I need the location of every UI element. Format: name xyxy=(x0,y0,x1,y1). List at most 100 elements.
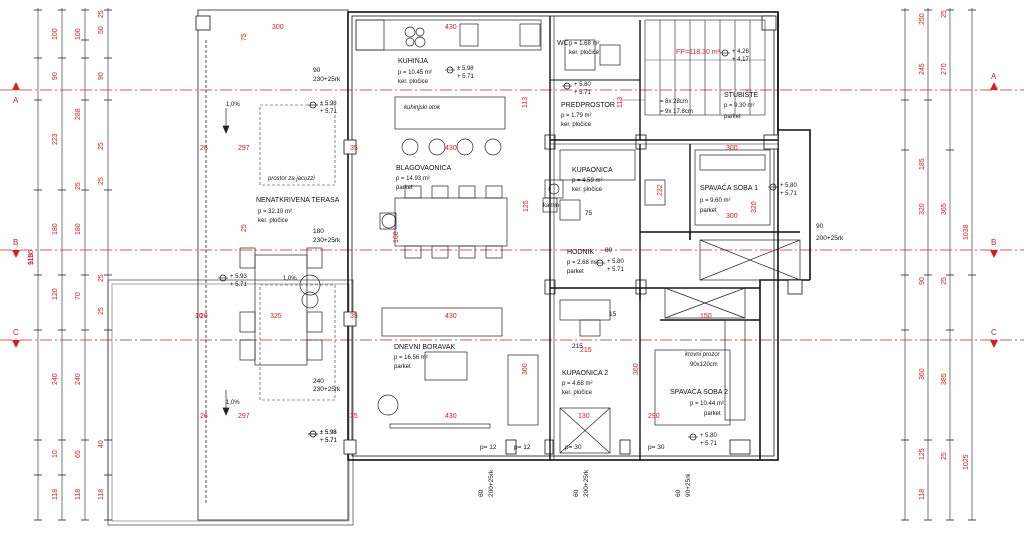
level-marker: + 5.80 + 5.71 xyxy=(768,183,798,197)
room-terasa-area: p = 32.10 m² xyxy=(258,209,292,215)
room-kupaonica1-floor: ker. pločice xyxy=(572,187,603,193)
left-chain-2: 25 xyxy=(75,182,82,190)
room-kuhinja-area: p = 10.45 m² xyxy=(398,70,432,76)
kitchen-counter xyxy=(355,19,542,51)
opening-label: 15 xyxy=(609,311,617,318)
opening-label: 230+25rk xyxy=(313,237,341,244)
right-chain-1: 185 xyxy=(919,158,926,170)
level-bottom: + 5.71 xyxy=(700,441,718,447)
opening-label: 200+25rk xyxy=(816,235,844,242)
level-bottom: + 5.71 xyxy=(320,438,338,444)
room-kupaonica1-area: p = 4.59 m² xyxy=(572,178,603,184)
level-bottom: + 5.71 xyxy=(457,74,475,80)
red-dimension: 300 xyxy=(272,24,284,31)
right-chain-1: 90 xyxy=(919,277,926,285)
red-dimension: 430 xyxy=(445,24,457,31)
room-terasa-name: NENATKRIVENA TERASA xyxy=(256,197,340,204)
red-dimension: 297 xyxy=(238,145,250,152)
staircase xyxy=(620,19,766,116)
opening-label: 230+25rk xyxy=(313,76,341,83)
level-marker: ± 5.98 + 5.71 xyxy=(445,66,475,80)
room-hodnik-area: p = 2.68 m² xyxy=(567,260,598,266)
opening-label: 90+25rk xyxy=(685,473,692,497)
opening-label: 60 xyxy=(573,489,580,497)
left-chain-3: 50 xyxy=(98,26,105,34)
level-bottom: + 4.17 xyxy=(732,57,750,63)
left-chain-1: 240 xyxy=(52,373,59,385)
red-dimension: 430 xyxy=(445,313,457,320)
right-dimension-chains xyxy=(901,8,976,521)
section-label-b-right: B xyxy=(991,238,996,247)
room-spavaca2-floor: parket xyxy=(704,411,721,417)
room-hodnik-name: HODNIK xyxy=(567,249,595,256)
dining-table xyxy=(379,185,508,259)
level-bottom: + 5.71 xyxy=(320,109,338,115)
note-pitch-2: 1,0% xyxy=(283,276,297,282)
left-chain-1: 120 xyxy=(52,288,59,300)
red-dimension: 320 xyxy=(751,201,758,213)
level-marker: ± 5.98+ 5.71 xyxy=(308,101,338,115)
interior-walls xyxy=(549,16,800,460)
left-chain-3: 90 xyxy=(98,72,105,80)
section-label-c-right: C xyxy=(991,328,997,337)
room-dnevni-name: DNEVNI BORAVAK xyxy=(394,344,456,351)
left-chain-1: 90 xyxy=(52,72,59,80)
opening-label: p= 12 xyxy=(514,444,531,451)
left-chain-total: 918 xyxy=(28,253,35,265)
left-chain-2: 240 xyxy=(75,373,82,385)
section-label-b-left: B xyxy=(13,238,18,247)
red-dimension: 360 xyxy=(522,363,529,375)
room-kupaonica2-name: KUPAONICA 2 xyxy=(562,370,608,377)
opening-label: p= 30 xyxy=(648,444,665,451)
right-chain-1: 320 xyxy=(919,203,926,215)
red-dimension: 26 xyxy=(200,413,208,420)
right-chain-total: 1038 xyxy=(963,224,970,240)
level-bottom: + 5.71 xyxy=(230,282,248,288)
note-pitch-1: 1,0% xyxy=(226,102,240,108)
room-hodnik-floor: parket xyxy=(567,269,584,275)
left-chain-3: 25 xyxy=(98,307,105,315)
left-chain-3: 40 xyxy=(98,440,105,448)
left-chain-2: 65 xyxy=(75,450,82,458)
plan-notes: kuhinjski otok prostor za jacuzzi kamin … xyxy=(226,49,721,406)
note-krovni-prozor: krovni prozor xyxy=(685,352,721,358)
left-chain-2: 288 xyxy=(75,108,82,120)
red-dimension: 290 xyxy=(648,413,660,420)
room-spavaca1-floor: parket xyxy=(700,208,717,214)
red-dimension: 300 xyxy=(726,145,738,152)
opening-label: 90 xyxy=(816,223,824,230)
opening-label: 75 xyxy=(585,210,593,217)
room-kuhinja-floor: ker. pločice xyxy=(398,79,429,85)
red-dimension: 130 xyxy=(578,413,590,420)
note-stair-2: = 9x 17.8cm xyxy=(660,109,693,115)
left-chain-1: 118 xyxy=(52,489,59,500)
level-top: ± 5.98 xyxy=(457,66,474,72)
room-blago-floor: parket xyxy=(396,185,413,191)
level-marker: + 4.26 + 4.17 xyxy=(720,49,750,63)
right-chain-2: 25 xyxy=(941,10,948,18)
left-chain-3: 25 xyxy=(98,274,105,282)
left-chain-3: 118 xyxy=(98,489,105,500)
level-top: + 5.80 xyxy=(780,183,798,189)
right-chain-1: 125 xyxy=(919,448,926,460)
opening-label: p= 30 xyxy=(565,444,582,451)
pitch-arrows xyxy=(222,108,230,416)
room-stubiste-floor: parket xyxy=(724,114,741,120)
level-bottom: + 5.71 xyxy=(607,267,625,273)
red-dimension: 35 xyxy=(350,145,358,152)
chain-dimension-labels: 1009022318012024010118100288251807024065… xyxy=(28,10,970,500)
level-marker: + 5.80+ 5.71 xyxy=(595,259,625,273)
opening-label: 200+25rk xyxy=(583,469,590,497)
level-bottom: + 5.71 xyxy=(574,90,592,96)
level-bottom: + 5.71 xyxy=(780,191,798,197)
room-stubiste-area: p = 9.30 m² xyxy=(724,103,755,109)
red-dimension: 25 xyxy=(241,224,248,232)
level-top: + 4.26 xyxy=(732,49,750,55)
room-terasa-floor: ker. pločice xyxy=(258,218,289,224)
section-label-a-right: A xyxy=(991,72,997,81)
section-label-c-left: C xyxy=(13,328,19,337)
note-prostor-jacuzzi: prostor za jacuzzi xyxy=(267,176,315,182)
room-spavaca1-name: SPAVAĆA SOBA 1 xyxy=(700,183,758,192)
